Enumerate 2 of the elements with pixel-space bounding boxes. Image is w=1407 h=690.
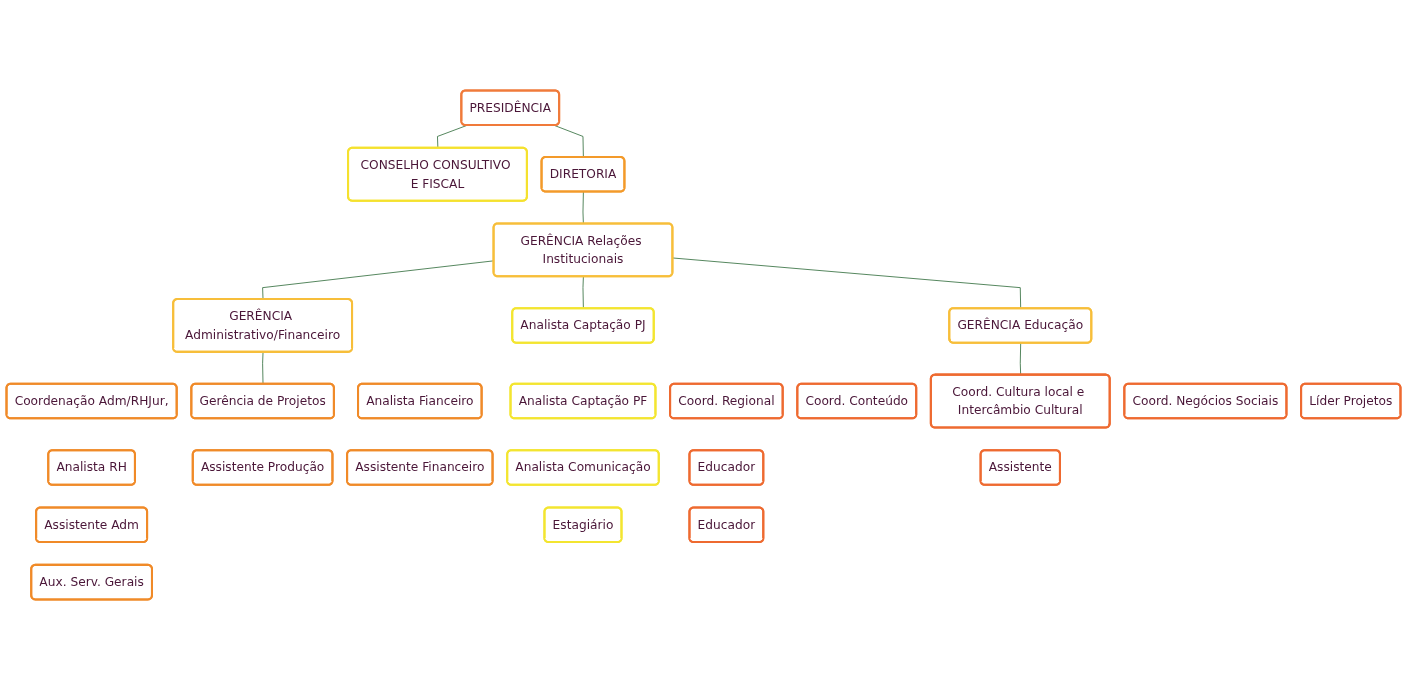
connector <box>672 257 1022 309</box>
connector <box>582 276 584 309</box>
